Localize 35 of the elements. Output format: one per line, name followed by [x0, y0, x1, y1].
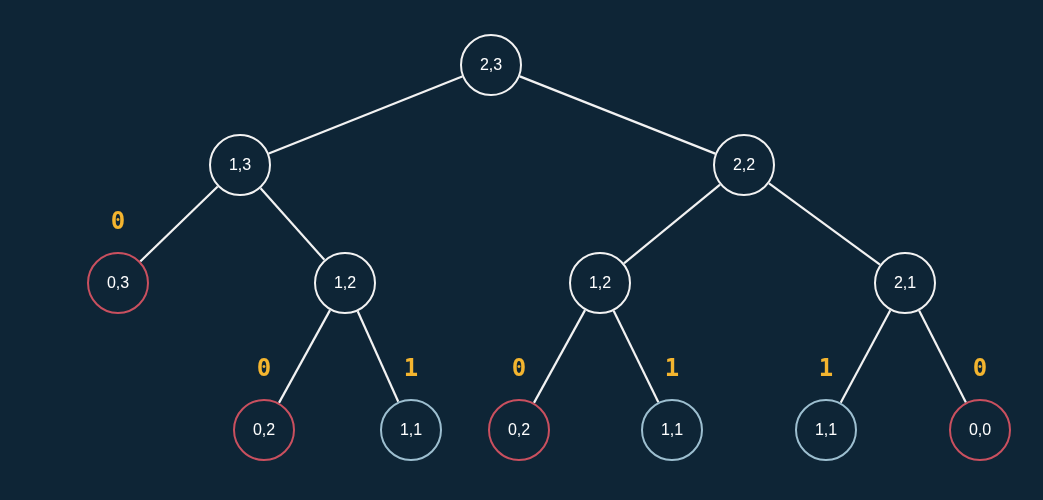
- score-label: 0: [256, 354, 272, 382]
- tree-edge: [259, 187, 326, 261]
- node-label: 0,2: [252, 421, 276, 439]
- node-label: 2,3: [479, 56, 503, 74]
- tree-edge: [768, 182, 881, 266]
- node-label: 1,2: [588, 274, 612, 292]
- node-label: 0,3: [106, 274, 130, 292]
- tree-edge: [533, 309, 586, 404]
- node-label: 0,2: [507, 421, 531, 439]
- tree-edge: [268, 75, 463, 155]
- score-label: 1: [664, 354, 680, 382]
- tree-edge: [139, 185, 219, 263]
- score-label: 0: [972, 354, 988, 382]
- tree-edge: [839, 309, 892, 404]
- tree-node-circle: [209, 134, 271, 196]
- node-label: 1,3: [228, 156, 252, 174]
- score-label: 1: [818, 354, 834, 382]
- tree-edge: [356, 310, 400, 403]
- score-label: 0: [511, 354, 527, 382]
- node-label: 2,2: [732, 156, 756, 174]
- tree-edge: [918, 310, 967, 403]
- node-label: 1,1: [814, 421, 838, 439]
- score-label: 1: [403, 354, 419, 382]
- node-label: 0,0: [968, 421, 992, 439]
- tree-edge: [519, 75, 716, 155]
- node-label: 1,1: [399, 421, 423, 439]
- tree-node-circle: [314, 252, 376, 314]
- tree-edge: [612, 310, 660, 403]
- node-label: 1,2: [333, 274, 357, 292]
- tree-edge: [278, 309, 331, 404]
- score-label: 0: [110, 207, 126, 235]
- tree-node-circle: [713, 134, 775, 196]
- node-label: 2,1: [893, 274, 917, 292]
- node-label: 1,1: [660, 421, 684, 439]
- tree-edge: [623, 183, 721, 265]
